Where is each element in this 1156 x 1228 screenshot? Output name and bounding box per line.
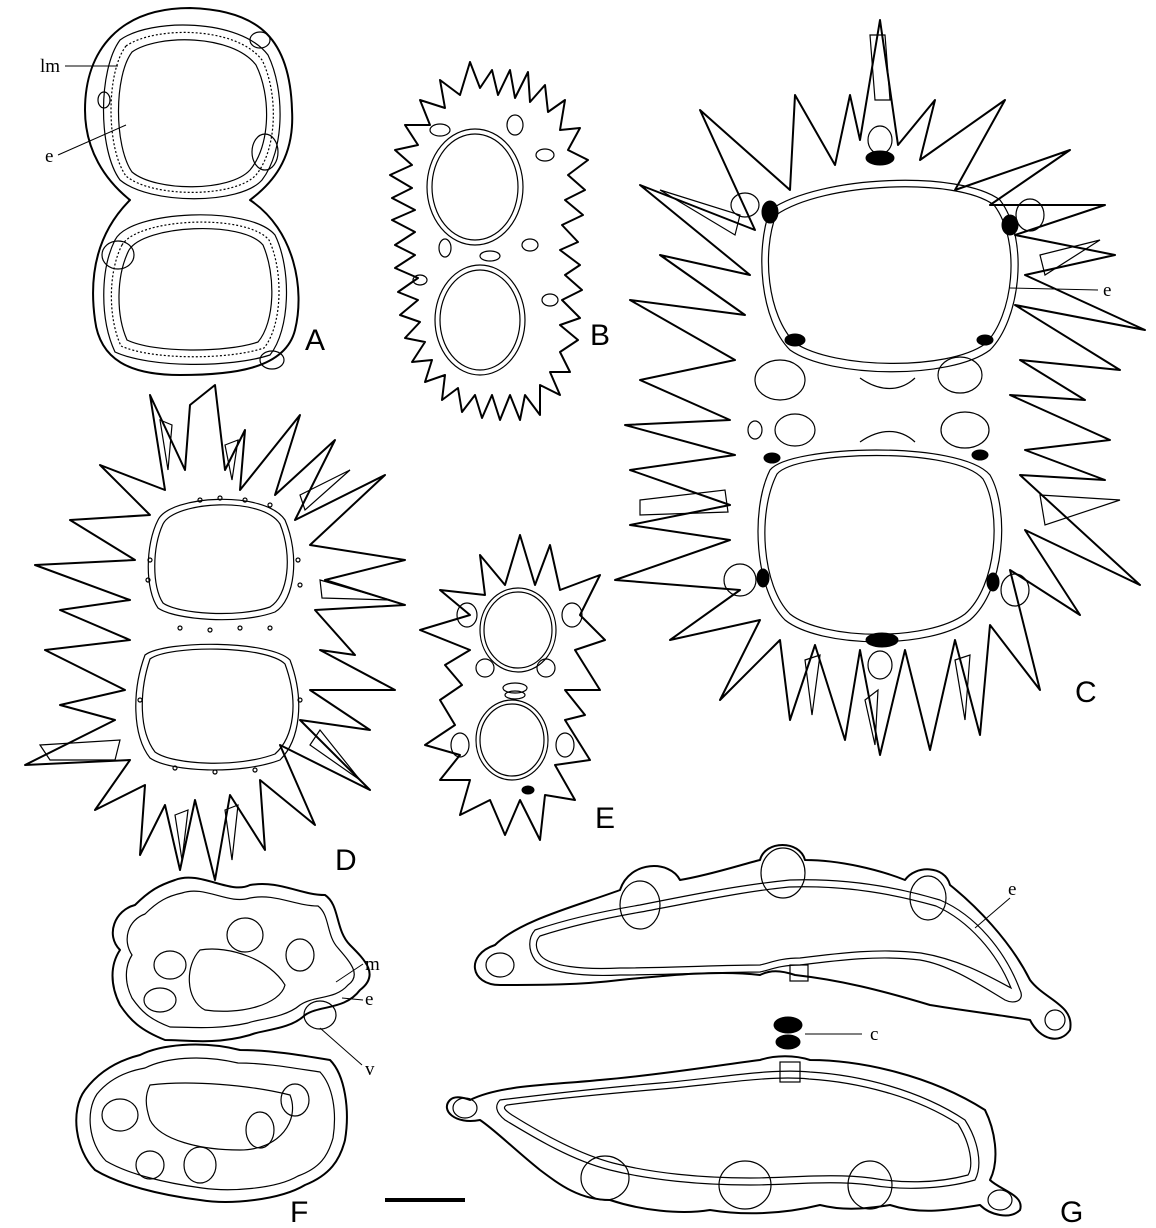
panel-label-a: A <box>305 324 325 357</box>
panel-d-dots <box>138 496 302 774</box>
annotation-e-c: e <box>1103 280 1111 301</box>
panel-label-d: D <box>335 844 357 877</box>
annotation-e-a: e <box>45 146 53 167</box>
panel-f: m e v F <box>76 878 380 1228</box>
panel-label-c: C <box>1075 676 1097 709</box>
annotation-lm: lm <box>40 56 60 77</box>
panel-c: e C <box>615 20 1145 755</box>
panel-e: E <box>420 535 615 840</box>
panel-b: B <box>390 62 610 420</box>
panel-label-f: F <box>290 1196 308 1228</box>
annotation-e-g: e <box>1008 879 1016 900</box>
panel-label-b: B <box>590 319 610 352</box>
panel-label-e: E <box>595 802 615 835</box>
annotation-e-f: e <box>365 989 373 1010</box>
annotation-m: m <box>365 954 380 975</box>
panel-a: lm e A <box>40 8 325 375</box>
panel-d: D <box>25 385 405 880</box>
annotation-v: v <box>365 1059 375 1080</box>
annotation-c: c <box>870 1024 878 1045</box>
panel-label-g: G <box>1060 1196 1083 1228</box>
panel-g: e c G <box>447 845 1083 1228</box>
